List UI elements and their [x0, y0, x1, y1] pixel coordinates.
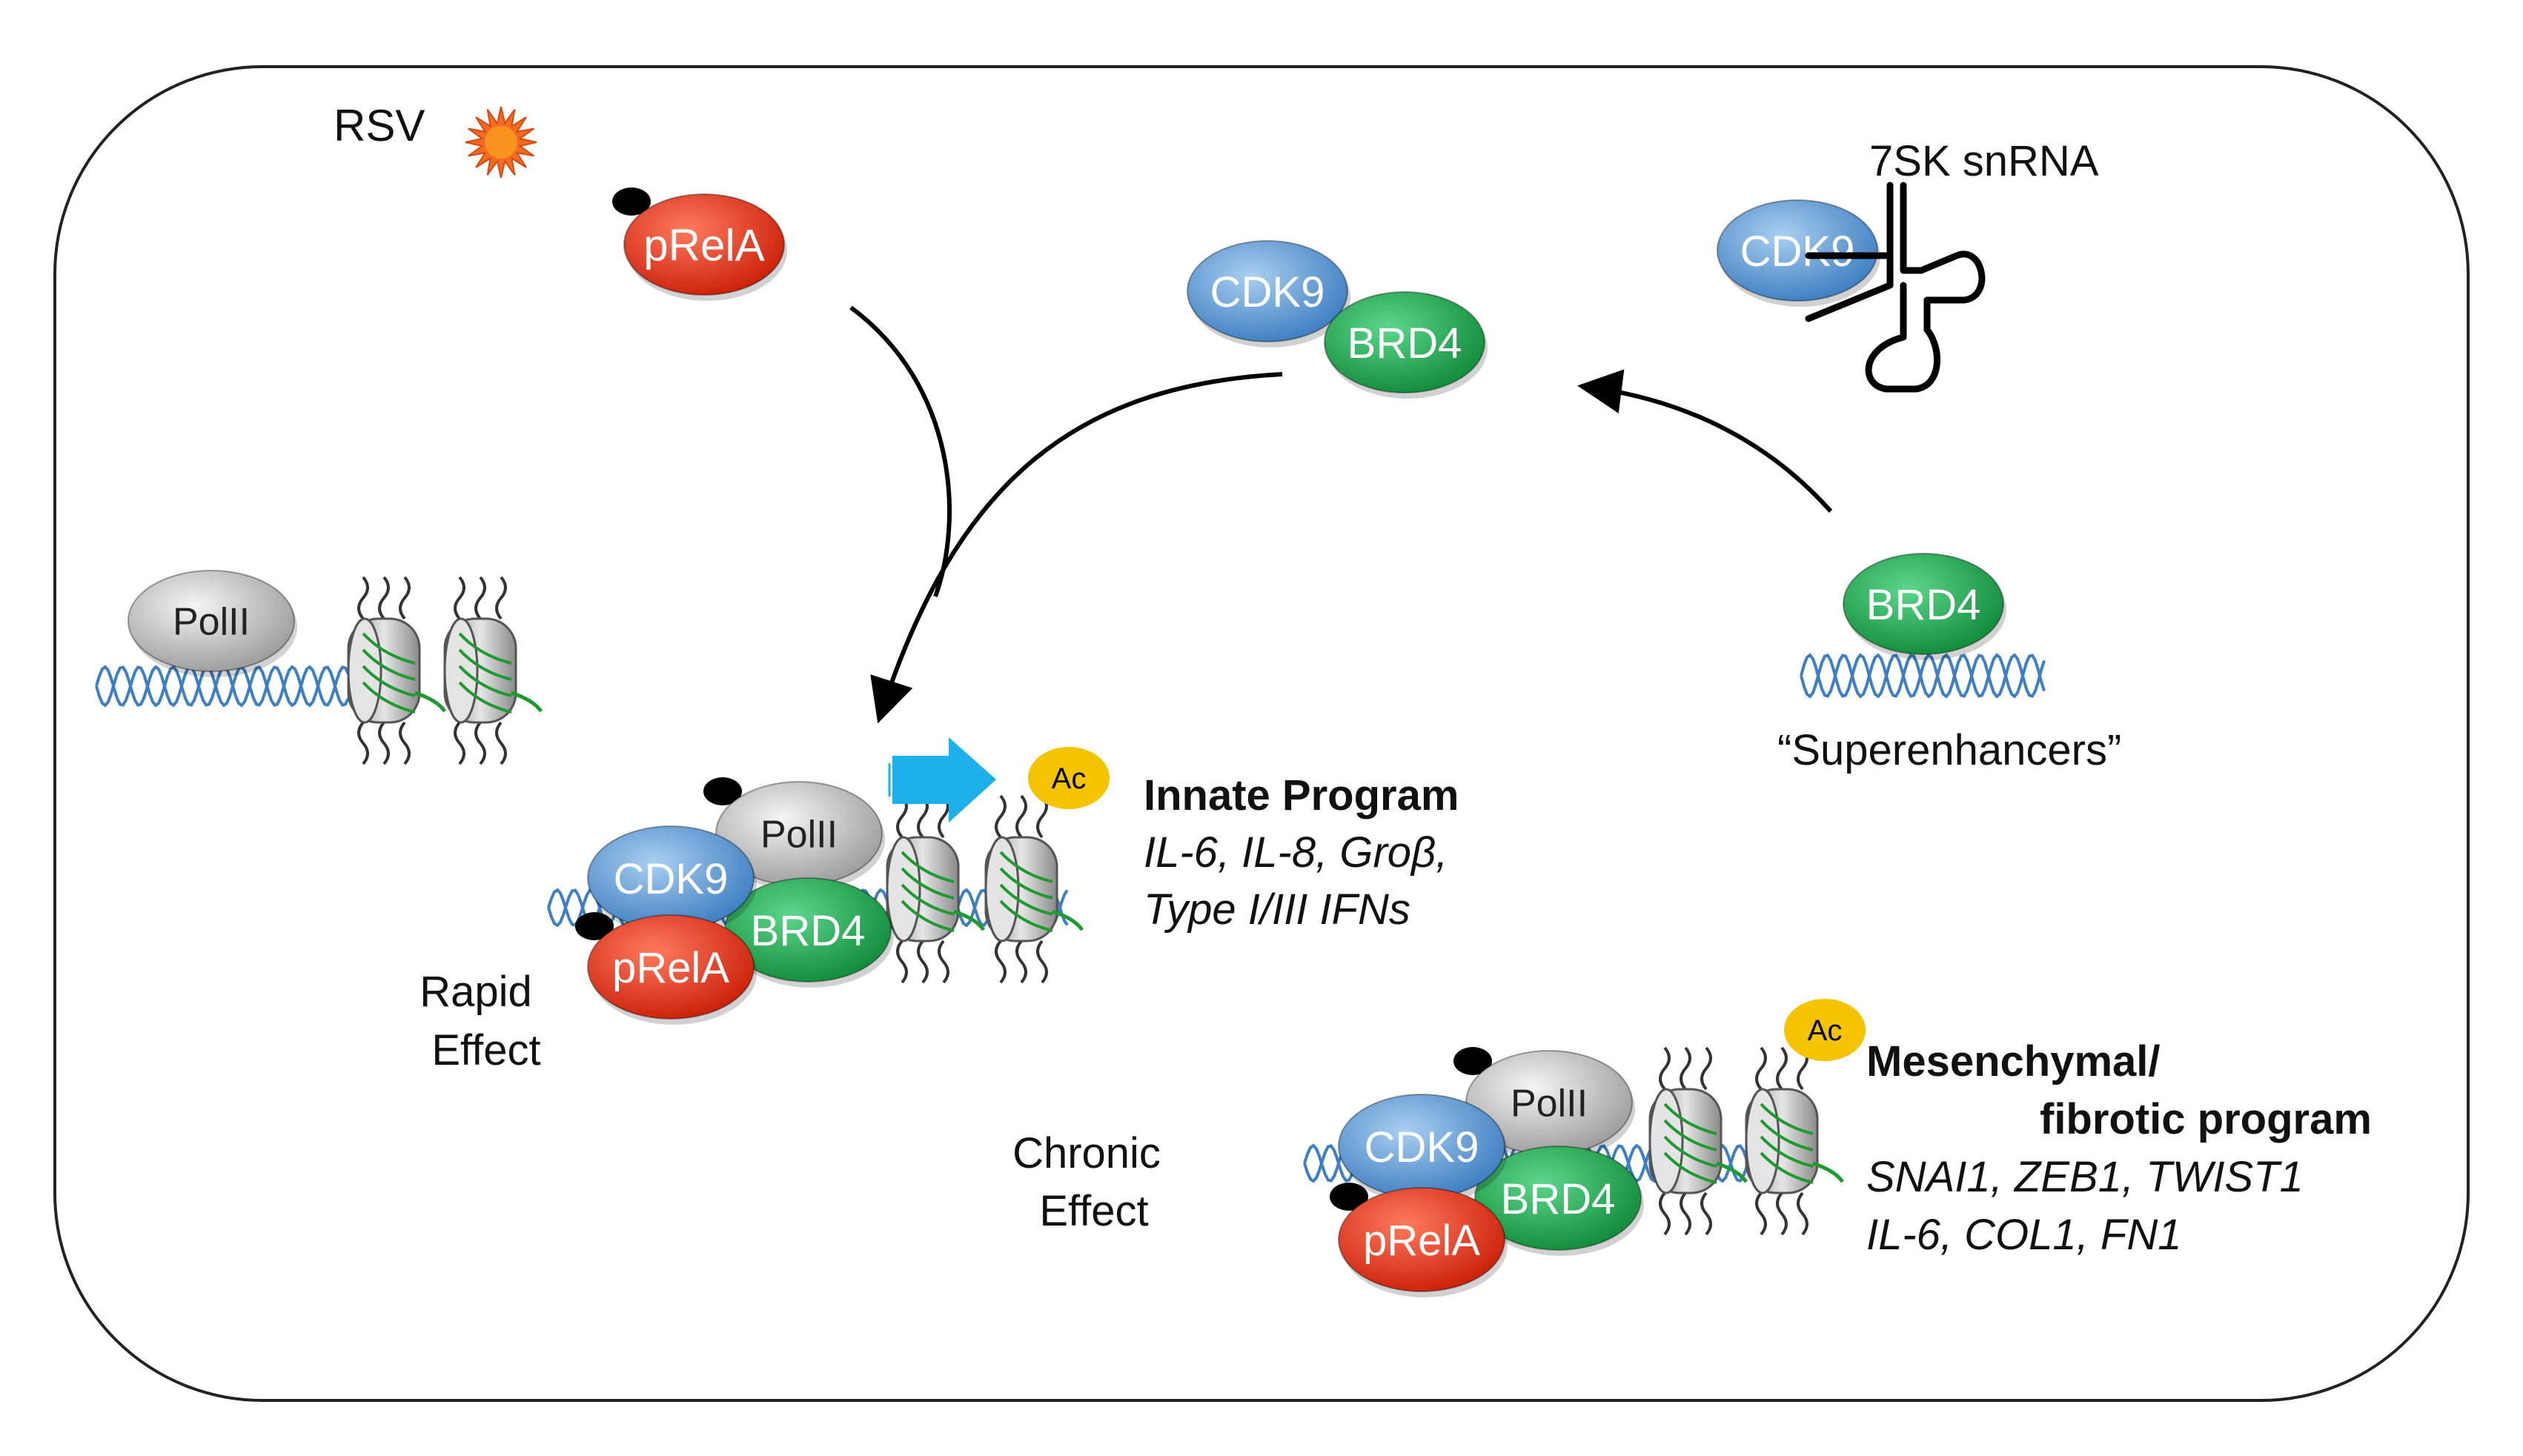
cdk9-7sk-bound: CDK9 — [1717, 199, 1880, 307]
brd4-top: BRD4 — [1324, 291, 1488, 399]
nucleosome — [1648, 1046, 1748, 1236]
chronic-effect-line2: Effect — [1039, 1187, 1148, 1235]
phosphate-dot — [1453, 1047, 1492, 1075]
cdk9-7sk-bound-label: CDK9 — [1740, 227, 1855, 276]
dna-helix-superenhancer — [1800, 653, 2046, 699]
arrow-brd4-to-complex — [870, 372, 1283, 724]
cdk9-top: CDK9 — [1187, 240, 1350, 348]
fibrotic-genes-line2: IL-6, COL1, FN1 — [1866, 1211, 2181, 1259]
prela-fibrotic-label: pRelA — [1363, 1217, 1480, 1265]
arrow-superenhancer-to-brd4 — [1577, 369, 1833, 513]
nucleosome-layer — [347, 576, 1845, 1236]
acetyl-badge-innate: Ac — [1028, 747, 1110, 809]
phosphate-dot — [703, 777, 742, 805]
innate-genes-line1: IL-6, IL-8, Groβ, — [1144, 828, 1448, 877]
polii-innate: PolII — [715, 781, 885, 891]
polii-fibrotic: PolII — [1465, 1050, 1635, 1160]
polii-fibrotic-label: PolII — [1511, 1083, 1588, 1126]
ac-label: Ac — [1808, 1014, 1843, 1047]
phosphate-dot — [612, 187, 651, 216]
nucleosome — [984, 794, 1084, 984]
prela-innate-label: pRelA — [612, 944, 729, 992]
nucleosome — [347, 576, 447, 765]
fibrotic-title-line2: fibrotic program — [2040, 1095, 2372, 1143]
arrow-prela-to-complex — [849, 305, 952, 598]
cdk9-fibrotic: CDK9 — [1338, 1094, 1508, 1204]
rapid-effect-line1: Rapid — [420, 968, 532, 1016]
prela-free-label: pRelA — [643, 221, 764, 270]
brd4-top-label: BRD4 — [1347, 319, 1462, 368]
rsv-label: RSV — [334, 101, 425, 150]
nucleosome — [443, 576, 543, 765]
innate-genes-line2: Type I/III IFNs — [1144, 885, 1410, 934]
polii-innate-label: PolII — [760, 814, 838, 857]
fibrotic-genes-line1: SNAI1, ZEB1, TWIST1 — [1866, 1153, 2304, 1201]
prela-innate: pRelA — [587, 914, 757, 1025]
innate-title: Innate Program — [1144, 771, 1459, 820]
rsv-virus-icon — [465, 106, 537, 179]
chronic-effect-line1: Chronic — [1012, 1129, 1161, 1177]
cdk9-innate-label: CDK9 — [614, 855, 729, 903]
nucleosome — [886, 794, 986, 984]
phosphate-dot — [575, 912, 614, 940]
ac-label: Ac — [1052, 762, 1087, 795]
brd4-innate: BRD4 — [724, 877, 894, 988]
fibrotic-title-line1: Mesenchymal/ — [1866, 1037, 2161, 1086]
prela-free: pRelA — [623, 193, 787, 301]
protein-layer: pRelACDK9BRD4CDK9BRD4PolIIPolIIBRD4CDK9p… — [127, 187, 2006, 1297]
prela-fibrotic: pRelA — [1338, 1187, 1508, 1297]
polii-resting: PolII — [127, 570, 297, 677]
phosphate-dot — [1330, 1183, 1368, 1211]
cdk9-innate: CDK9 — [587, 825, 757, 936]
rapid-effect-line2: Effect — [431, 1026, 540, 1074]
cell-border — [53, 65, 2470, 1402]
snrna-label: 7SK snRNA — [1869, 137, 2099, 185]
polii-resting-label: PolII — [173, 601, 250, 644]
brd4-innate-label: BRD4 — [751, 907, 866, 955]
7sk-snrna-icon — [1805, 182, 1986, 393]
brd4-fibrotic-label: BRD4 — [1501, 1175, 1616, 1223]
brd4-superenhancer-label: BRD4 — [1866, 581, 1981, 629]
transcription-arrow-lines — [888, 763, 897, 797]
superenhancers-label: “Superenhancers” — [1777, 726, 2121, 774]
nucleosome — [1745, 1046, 1845, 1236]
cdk9-fibrotic-label: CDK9 — [1365, 1123, 1479, 1171]
acetyl-badge-fibrotic: Ac — [1784, 999, 1866, 1061]
brd4-superenhancer: BRD4 — [1843, 553, 2006, 660]
brd4-fibrotic: BRD4 — [1474, 1146, 1644, 1256]
transcription-arrow — [892, 737, 996, 822]
cdk9-top-label: CDK9 — [1210, 268, 1325, 316]
